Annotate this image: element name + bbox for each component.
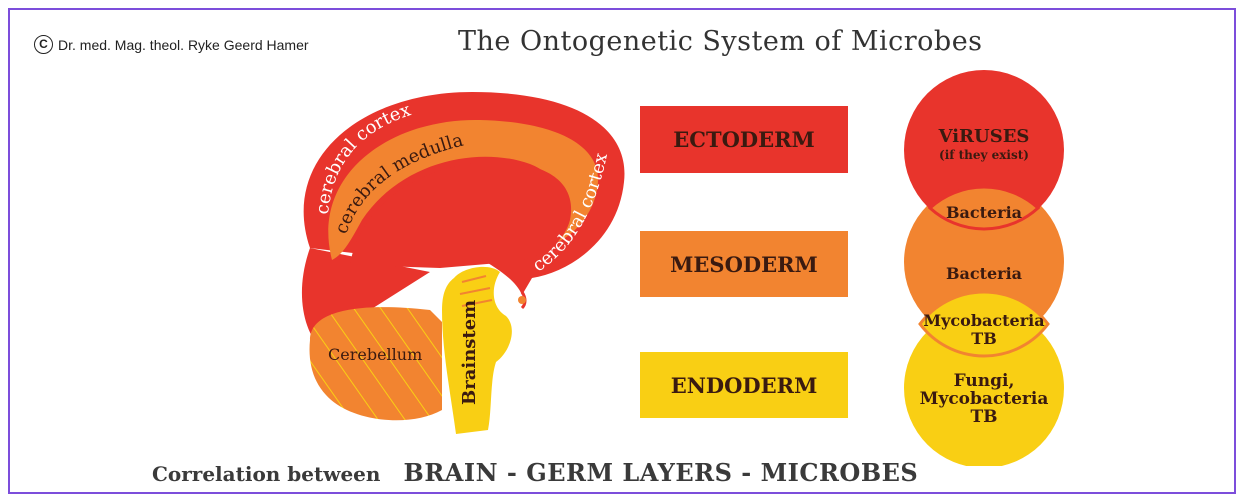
viruses-label: ViRUSES: [938, 126, 1030, 147]
footer-caption: Correlation between BRAIN - GERM LAYERS …: [152, 458, 918, 487]
bacteria-ecto-label: Bacteria: [946, 203, 1022, 222]
bacteria-meso-label: Bacteria: [946, 264, 1022, 283]
mesoderm-box: MESODERM: [640, 231, 848, 297]
footer-main: BRAIN - GERM LAYERS - MICROBES: [404, 458, 919, 487]
label-cerebellum: Cerebellum: [328, 345, 422, 364]
mycobacteria-tb-label: TB: [971, 329, 996, 348]
fungi-mycobacteria-label: Mycobacteria: [920, 389, 1049, 409]
fungi-label: Fungi,: [954, 371, 1015, 391]
figure-frame: C Dr. med. Mag. theol. Ryke Geerd Hamer …: [8, 8, 1236, 494]
endoderm-box: ENDODERM: [640, 352, 848, 418]
mesoderm-label: MESODERM: [670, 252, 818, 277]
footer-prefix: Correlation between: [152, 462, 380, 486]
brain-diagram: cerebral cortex cerebral medulla cerebra…: [10, 10, 630, 450]
ectoderm-label: ECTODERM: [673, 127, 815, 152]
ectoderm-box: ECTODERM: [640, 106, 848, 173]
label-brainstem: Brainstem: [459, 300, 480, 405]
fungi-tb-label: TB: [970, 407, 997, 427]
mycobacteria-label: Mycobacteria: [923, 311, 1044, 330]
viruses-note: (if they exist): [939, 148, 1029, 162]
microbes-diagram: ViRUSES (if they exist) Bacteria Bacteri…: [890, 66, 1130, 466]
endoderm-label: ENDODERM: [671, 373, 818, 398]
